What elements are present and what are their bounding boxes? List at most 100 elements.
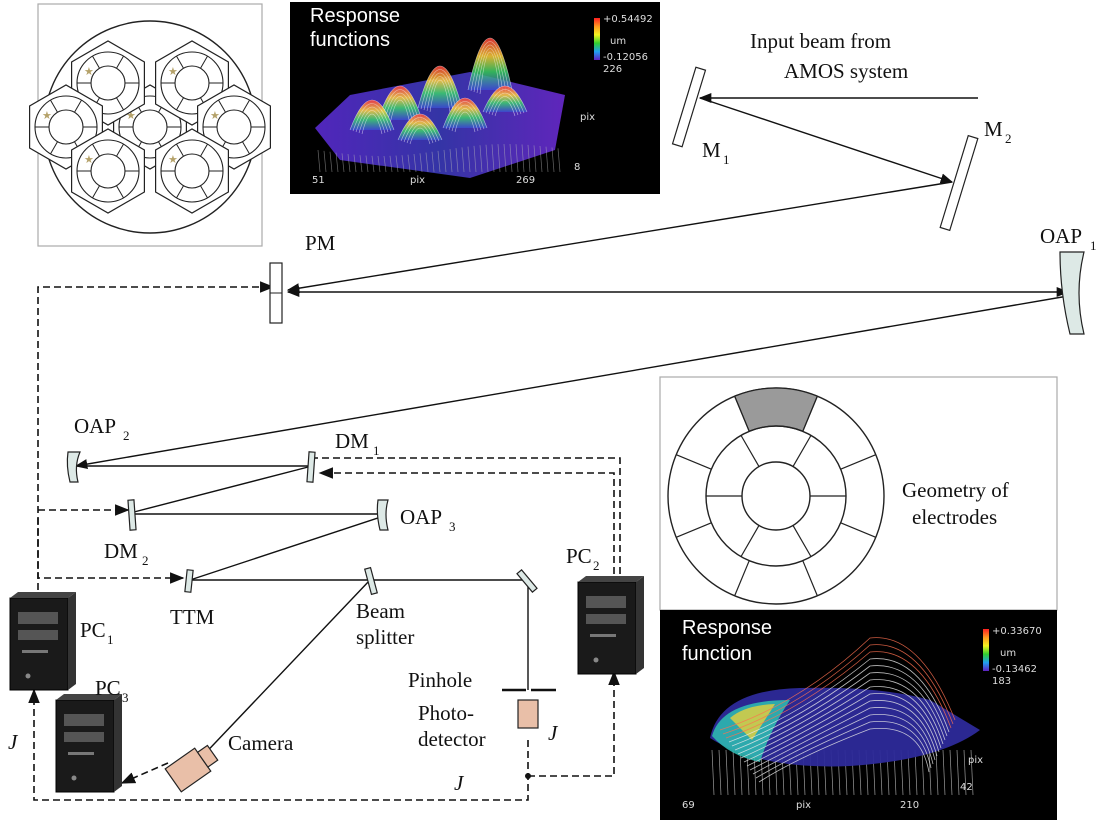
plot-top-y-label: pix (580, 112, 595, 123)
mirror-oap3 (376, 499, 389, 531)
beam-splitter (364, 566, 378, 596)
plot-top-surface (315, 38, 565, 178)
dm2-label: DM 2 (104, 539, 149, 568)
pc1-label: PC 1 (80, 618, 114, 647)
svg-text:1: 1 (723, 152, 730, 167)
control-line-detector-pc2 (528, 670, 620, 777)
j-label-right: J (548, 721, 559, 745)
beam-oap1-oap2 (74, 295, 1069, 470)
input-beam-label-line2: AMOS system (784, 59, 908, 83)
svg-text:2: 2 (1005, 131, 1012, 146)
junction-dot (525, 773, 531, 779)
plot-bottom-y-label: pix (968, 755, 983, 766)
plot-bottom-title-line1: Response (682, 617, 772, 639)
actuator-star-icon: ★ (168, 65, 178, 78)
hex-segment: ★ (155, 128, 229, 214)
camera (164, 744, 219, 793)
m2-label: M 2 (984, 117, 1012, 146)
hex-segment: ★ (70, 128, 145, 214)
svg-text:1: 1 (1090, 238, 1097, 253)
beam-m2-pm (286, 181, 953, 294)
plot-bottom-x-label: pix (796, 800, 811, 811)
plot-top-title-line1: Response (310, 5, 400, 27)
deformable-mirror-dm1 (306, 451, 316, 483)
svg-text:DM: DM (335, 429, 369, 453)
svg-text:OAP: OAP (1040, 224, 1082, 248)
control-line-camera-pc3 (120, 762, 169, 784)
response-peak (442, 97, 488, 133)
fold-mirror (516, 569, 538, 593)
plot-top-title-line2: functions (310, 29, 390, 51)
svg-text:2: 2 (142, 553, 149, 568)
j-label-left: J (8, 730, 19, 754)
optical-beam-paths (74, 92, 1070, 764)
svg-text:PC: PC (566, 544, 592, 568)
electrode-dividers (675, 395, 877, 597)
segmented-mirror-panel: ★★★★★★★ (29, 3, 271, 247)
ttm-label: TTM (170, 605, 215, 629)
svg-text:M: M (984, 117, 1003, 141)
input-beam-label-line1: Input beam from (750, 29, 891, 53)
plot-bottom-scale-unit: um (1000, 648, 1016, 659)
plot-top-x-min: 51 (312, 175, 325, 186)
actuator-star-icon: ★ (42, 109, 52, 122)
computer-pc2 (577, 576, 644, 675)
plot-bottom-x-max: 210 (900, 800, 919, 811)
control-signal-lines (28, 281, 621, 801)
geometry-label-line2: electrodes (912, 505, 997, 529)
plot-top-x-max: 269 (516, 175, 535, 186)
beam-splitter-label-line2: splitter (356, 625, 414, 649)
mirror-m2 (939, 134, 979, 232)
svg-text:1: 1 (373, 443, 380, 458)
plot-bottom-scale-min: -0.13462 (992, 664, 1037, 675)
plot-top-colorbar (594, 18, 600, 60)
beam-oap3-ttm (189, 515, 385, 581)
beam-splitter-camera (195, 579, 371, 764)
deformable-mirror-dm2 (127, 499, 137, 531)
electrode-geometry-panel: Geometry of electrodes (659, 376, 1058, 611)
svg-text:PC: PC (95, 676, 121, 700)
dm1-label: DM 1 (335, 429, 380, 458)
mirror-m1 (671, 66, 707, 148)
plot-bottom-colorbar (983, 629, 989, 671)
photodetector-label-line2: detector (418, 727, 486, 751)
actuator-star-icon: ★ (168, 153, 178, 166)
svg-text:2: 2 (123, 428, 130, 443)
beam-m1-m2 (699, 97, 954, 184)
pinhole-label: Pinhole (408, 668, 472, 692)
m1-label: M 1 (702, 138, 730, 167)
plot-bottom-title-line2: function (682, 643, 752, 665)
oap2-label: OAP 2 (74, 414, 130, 443)
response-functions-plot: Response functions +0.54492 um -0.12056 … (290, 2, 660, 194)
svg-text:M: M (702, 138, 721, 162)
svg-text:3: 3 (122, 690, 129, 705)
pc2-label: PC 2 (566, 544, 600, 573)
photodetector (517, 699, 539, 729)
pc3-label: PC 3 (95, 676, 129, 705)
plot-top-scale-extra: 226 (603, 64, 622, 75)
response-peak (417, 65, 463, 113)
pupil-mask-pm (269, 262, 283, 324)
control-line-detector-pc1 (28, 688, 529, 801)
response-peak (467, 38, 513, 95)
hex-segments: ★★★★★★★ (29, 40, 271, 214)
pm-label: PM (305, 231, 336, 255)
beam-dm1-dm2 (133, 465, 313, 513)
plot-bottom-surface (710, 637, 980, 796)
computer-pc3 (55, 694, 122, 793)
svg-text:2: 2 (593, 558, 600, 573)
response-function-plot: Response function +0.33670 um -0.13462 1… (660, 610, 1057, 820)
svg-text:3: 3 (449, 519, 456, 534)
plot-bottom-x-min: 69 (682, 800, 695, 811)
camera-label: Camera (228, 731, 294, 755)
mirror-oap2 (66, 451, 81, 483)
beam-splitter-label-line1: Beam (356, 599, 405, 623)
svg-text:OAP: OAP (400, 505, 442, 529)
actuator-star-icon: ★ (126, 109, 136, 122)
control-line-pc2-dm1-upper (308, 457, 621, 585)
plot-bottom-y-min: 42 (960, 782, 973, 793)
plot-top-scale-max: +0.54492 (603, 14, 653, 25)
plot-top-y-min: 8 (574, 162, 580, 173)
control-line-ttm (37, 518, 185, 584)
plot-top-scale-unit: um (610, 36, 626, 47)
